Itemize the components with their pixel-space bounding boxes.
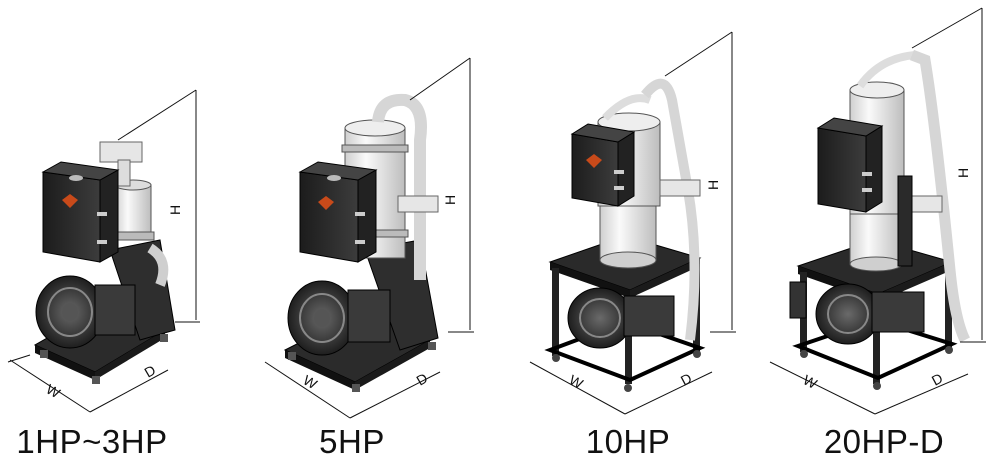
depth-label-3: D [678,370,694,389]
caption-1hp-3hp: 1HP~3HP [16,423,168,460]
machine-1hp-3hp: H W D [7,89,200,413]
dimension-lines-4 [769,7,986,415]
caption-10hp: 10HP [585,423,671,460]
height-label-4: H [955,168,971,178]
depth-label-2: D [414,370,431,389]
dimension-lines-3 [529,31,736,415]
height-label-2: H [442,195,458,205]
machine-10hp: H W D [529,31,736,415]
height-label-3: H [705,180,721,190]
caption-5hp: 5HP [319,423,385,460]
width-label-3: W [567,372,587,393]
caption-20hp-d: 20HP-D [823,423,945,460]
dimension-lines-1 [7,89,200,413]
depth-label-1: D [142,362,159,381]
dimension-lines-2 [264,57,474,419]
machine-20hp-d: H W D [769,7,986,415]
machine-5hp: H W D [264,57,474,419]
height-label-1: H [167,205,183,215]
width-label-2: W [301,372,321,393]
depth-label-4: D [929,370,945,389]
width-label-4: W [801,372,821,393]
